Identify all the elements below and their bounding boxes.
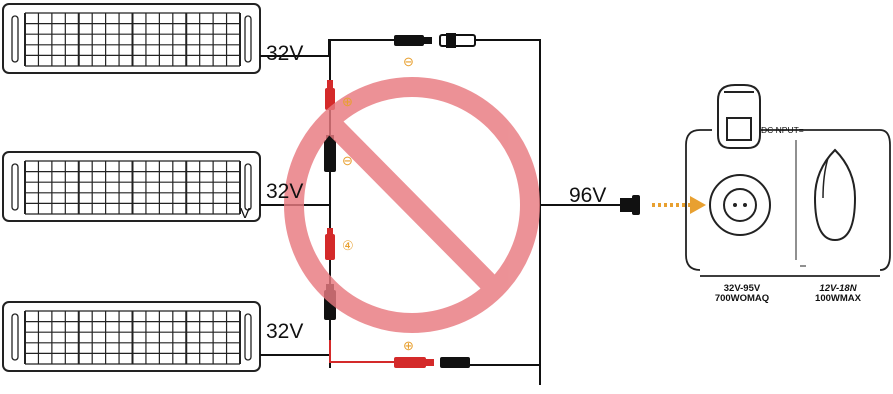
panel-side-mark: V — [240, 205, 250, 222]
polarity-mark: ⊖ — [403, 54, 414, 69]
prohibition-sign-icon — [284, 77, 540, 333]
dc-input-label: DC NPUT= — [761, 125, 804, 135]
series-output-voltage: 96V — [569, 184, 606, 207]
mc4-connector-icon — [394, 33, 476, 48]
solar-panel-icon — [2, 301, 261, 372]
car-port-icon — [813, 148, 857, 242]
panel-voltage-label: 32V — [266, 42, 303, 65]
solar-panel-icon — [2, 3, 261, 74]
positive-wire — [329, 340, 395, 363]
polarity-mark: ⊖ — [342, 153, 353, 168]
dc-port-icon — [709, 174, 771, 236]
anderson-plug-icon — [620, 195, 640, 215]
port-a-range: 32V-95V — [724, 283, 761, 294]
power-station — [685, 129, 891, 277]
mc4-connector-icon — [394, 357, 470, 368]
solar-panel-icon — [2, 151, 261, 222]
mc4-connector-icon — [325, 80, 335, 110]
dc-input-plug-icon — [717, 84, 761, 149]
polarity-mark: ⊕ — [342, 94, 353, 109]
port-b-power: 100WMAX — [815, 293, 862, 304]
polarity-mark: ④ — [342, 238, 354, 253]
panel-voltage-label: 32V — [266, 180, 303, 203]
panel-voltage-label: 32V — [266, 320, 303, 343]
mc4-connector-icon — [324, 135, 336, 172]
port-a-power: 700WOMAQ — [715, 293, 769, 304]
polarity-mark: ⊕ — [403, 338, 414, 353]
port-b-range: 12V-18N — [819, 283, 857, 294]
mc4-connector-icon — [325, 228, 335, 260]
arrow-icon — [652, 196, 706, 214]
wiring — [260, 39, 622, 385]
